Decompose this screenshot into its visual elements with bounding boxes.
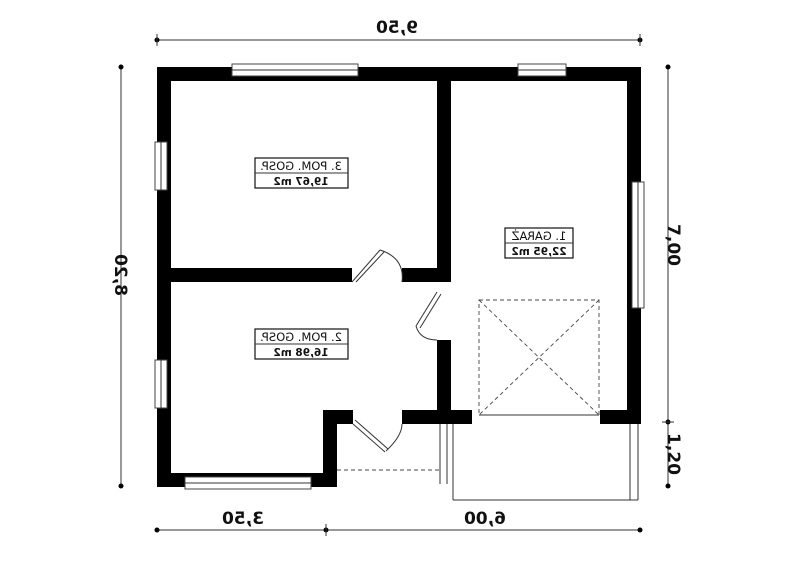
dim-bottom-left: 3,50 xyxy=(222,509,264,529)
room-name: 3. POM. GOSP. xyxy=(260,159,342,173)
room-name: 2. POM. GOSP. xyxy=(260,330,342,344)
windows xyxy=(154,63,645,490)
dimension-lines xyxy=(118,34,674,536)
room-label-1: 1. GARAŻ 22,95 m2 xyxy=(504,227,574,259)
garage-door-outline xyxy=(478,299,600,416)
room-area: 22,95 m2 xyxy=(511,246,566,258)
room-label-2: 2. POM. GOSP. 16,98 m2 xyxy=(254,328,349,360)
room-label-3: 3. POM. GOSP. 19,67 m2 xyxy=(254,157,349,189)
walls xyxy=(157,67,641,487)
dim-bottom-right: 6,00 xyxy=(464,509,506,529)
dim-left-total: 8,20 xyxy=(110,254,130,296)
room-area: 19,67 m2 xyxy=(273,176,328,188)
room-name: 1. GARAŻ xyxy=(512,228,567,243)
dim-top-total: 9,50 xyxy=(376,18,418,38)
dim-right-main: 7,00 xyxy=(663,224,683,266)
dim-right-small: 1,20 xyxy=(663,433,683,475)
room-area: 16,98 m2 xyxy=(273,347,328,359)
garage-extension xyxy=(337,420,639,501)
doors xyxy=(351,249,442,453)
